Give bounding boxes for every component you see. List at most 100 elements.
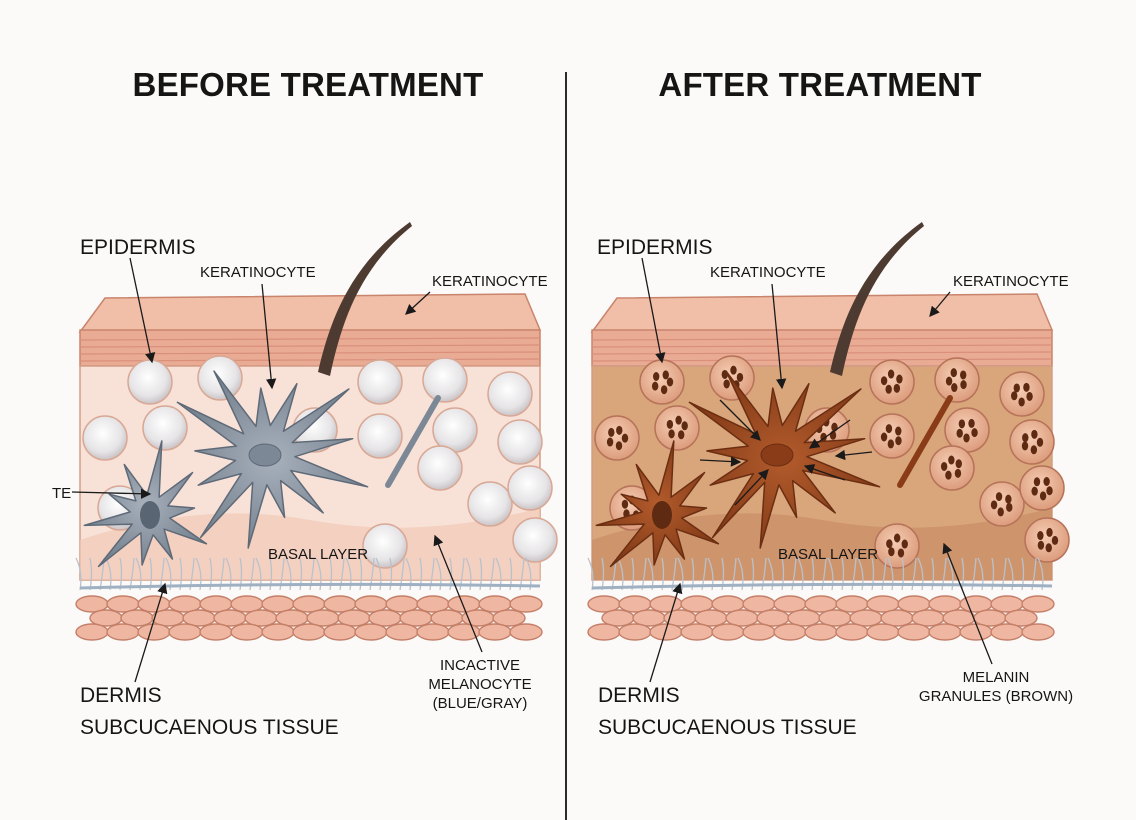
dermis-fiber (255, 557, 262, 591)
before-keratinocyte-label-left: KERATINOCYTE (200, 264, 316, 281)
melanin-granule (895, 426, 902, 436)
stratum-line (79, 351, 541, 355)
leader-inactive-melanocyte (433, 534, 483, 653)
stratum-line (591, 337, 1053, 341)
fat-lobule (649, 623, 683, 641)
before-keratinocyte-label-right: KERATINOCYTE (432, 273, 548, 290)
stratum-line (79, 344, 541, 348)
before-basal-layer-label: BASAL LAYER (268, 546, 369, 563)
melanocyte-small-nucleus (140, 501, 160, 529)
dermis-fiber (405, 557, 412, 591)
dermis-fiber (429, 557, 435, 591)
keratinocyte-cell (417, 445, 463, 491)
leader-keratinocyte-right (929, 291, 951, 317)
stratum-line (591, 351, 1053, 355)
keratinocyte-cell (869, 413, 915, 459)
melanin-granule (1013, 383, 1020, 393)
dermis-fiber (1021, 557, 1025, 591)
after-title: AFTER TREATMENT (658, 66, 982, 103)
melanin-granule (736, 372, 744, 382)
dermis-fiber (857, 557, 864, 591)
basement-membrane (591, 582, 1053, 590)
inactive-label-line3: (BLUE/GRAY) (432, 695, 528, 712)
dermis-fiber (781, 557, 785, 591)
keratinocyte-cell (639, 359, 685, 405)
fat-lobule (1004, 609, 1038, 627)
melanin-granule (887, 369, 895, 379)
melanin-granule (886, 539, 893, 549)
fat-lobule (416, 623, 450, 641)
keratinocyte-cell (929, 445, 975, 491)
dermis-fiber (971, 557, 977, 591)
keratinocyte-cell (357, 359, 403, 405)
dermis-fiber (871, 557, 875, 591)
keratinocyte-cell (979, 481, 1025, 527)
melanin-granule (675, 415, 682, 425)
stratum-top-face (590, 293, 1054, 333)
dermis-fiber (737, 557, 744, 591)
dermis-fiber (479, 557, 483, 591)
melanin-granule (951, 383, 958, 393)
dendrite-process (897, 395, 953, 488)
fat-lobule (385, 623, 419, 641)
dermis-fiber (841, 557, 845, 591)
melanin-granule (958, 419, 966, 429)
transfer-arrow (719, 399, 761, 441)
inactive-label-line1: INCACTIVE (439, 657, 520, 674)
melanin-granule (960, 380, 967, 390)
after-panel-art (587, 222, 1070, 683)
leader-keratinocyte-left (771, 283, 787, 390)
dermis-fiber (751, 557, 755, 591)
dermis-fiber (791, 557, 797, 591)
dermis-fiber (851, 557, 857, 591)
dermis-fiber (731, 557, 737, 591)
dermis-fiber (299, 557, 303, 591)
melanin-granule (968, 418, 975, 428)
fat-lobule (804, 623, 838, 641)
stratum-top-face (78, 293, 542, 333)
keratinocyte-cell (467, 481, 513, 527)
fat-lobule (354, 623, 388, 641)
melanin-granule (662, 370, 669, 380)
fat-lobule (199, 623, 233, 641)
after-basal-layer-label: BASAL LAYER (778, 546, 879, 563)
melanin-granule (1022, 433, 1029, 443)
melanin-granule (893, 533, 901, 543)
dermis-fiber (435, 557, 442, 591)
keratinocyte-cell (934, 357, 980, 403)
melanin-granule (1023, 382, 1030, 392)
fat-lobule (866, 623, 900, 641)
melanin-granule (723, 379, 730, 389)
keratinocyte-cell (422, 357, 468, 403)
melanocyte-nucleus (760, 443, 794, 467)
melanin-granule (1037, 540, 1045, 550)
fat-lobule (168, 623, 202, 641)
dermis-fiber (1007, 557, 1014, 591)
transfer-arrow (808, 419, 851, 449)
fat-lobule (137, 623, 171, 641)
keratinocyte-cell (497, 419, 543, 465)
melanin-granule (1031, 486, 1038, 496)
dermis-fiber (977, 557, 984, 591)
leader-melanin-granules (942, 542, 993, 665)
melanin-granule (1021, 441, 1029, 451)
melanin-granule (885, 424, 893, 434)
hair-shaft (318, 222, 412, 376)
fat-lobule (680, 623, 714, 641)
dermis-fiber (509, 557, 513, 591)
basal-layer-wave (80, 508, 540, 580)
fat-lobule (509, 623, 543, 641)
keratinocyte-cell (357, 413, 403, 459)
melanin-granule (945, 470, 952, 480)
before-dermis-label: DERMIS (80, 684, 162, 707)
melanin-granule (681, 421, 688, 431)
fat-lobule (447, 623, 481, 641)
keratinocyte-cell (999, 371, 1045, 417)
panel-divider (565, 72, 567, 820)
dermis-fiber (209, 557, 213, 591)
melanin-granule (1026, 391, 1033, 401)
after-dermis-label: DERMIS (598, 684, 680, 707)
keratinocyte-cell (142, 405, 188, 451)
dermis-fiber (389, 557, 393, 591)
